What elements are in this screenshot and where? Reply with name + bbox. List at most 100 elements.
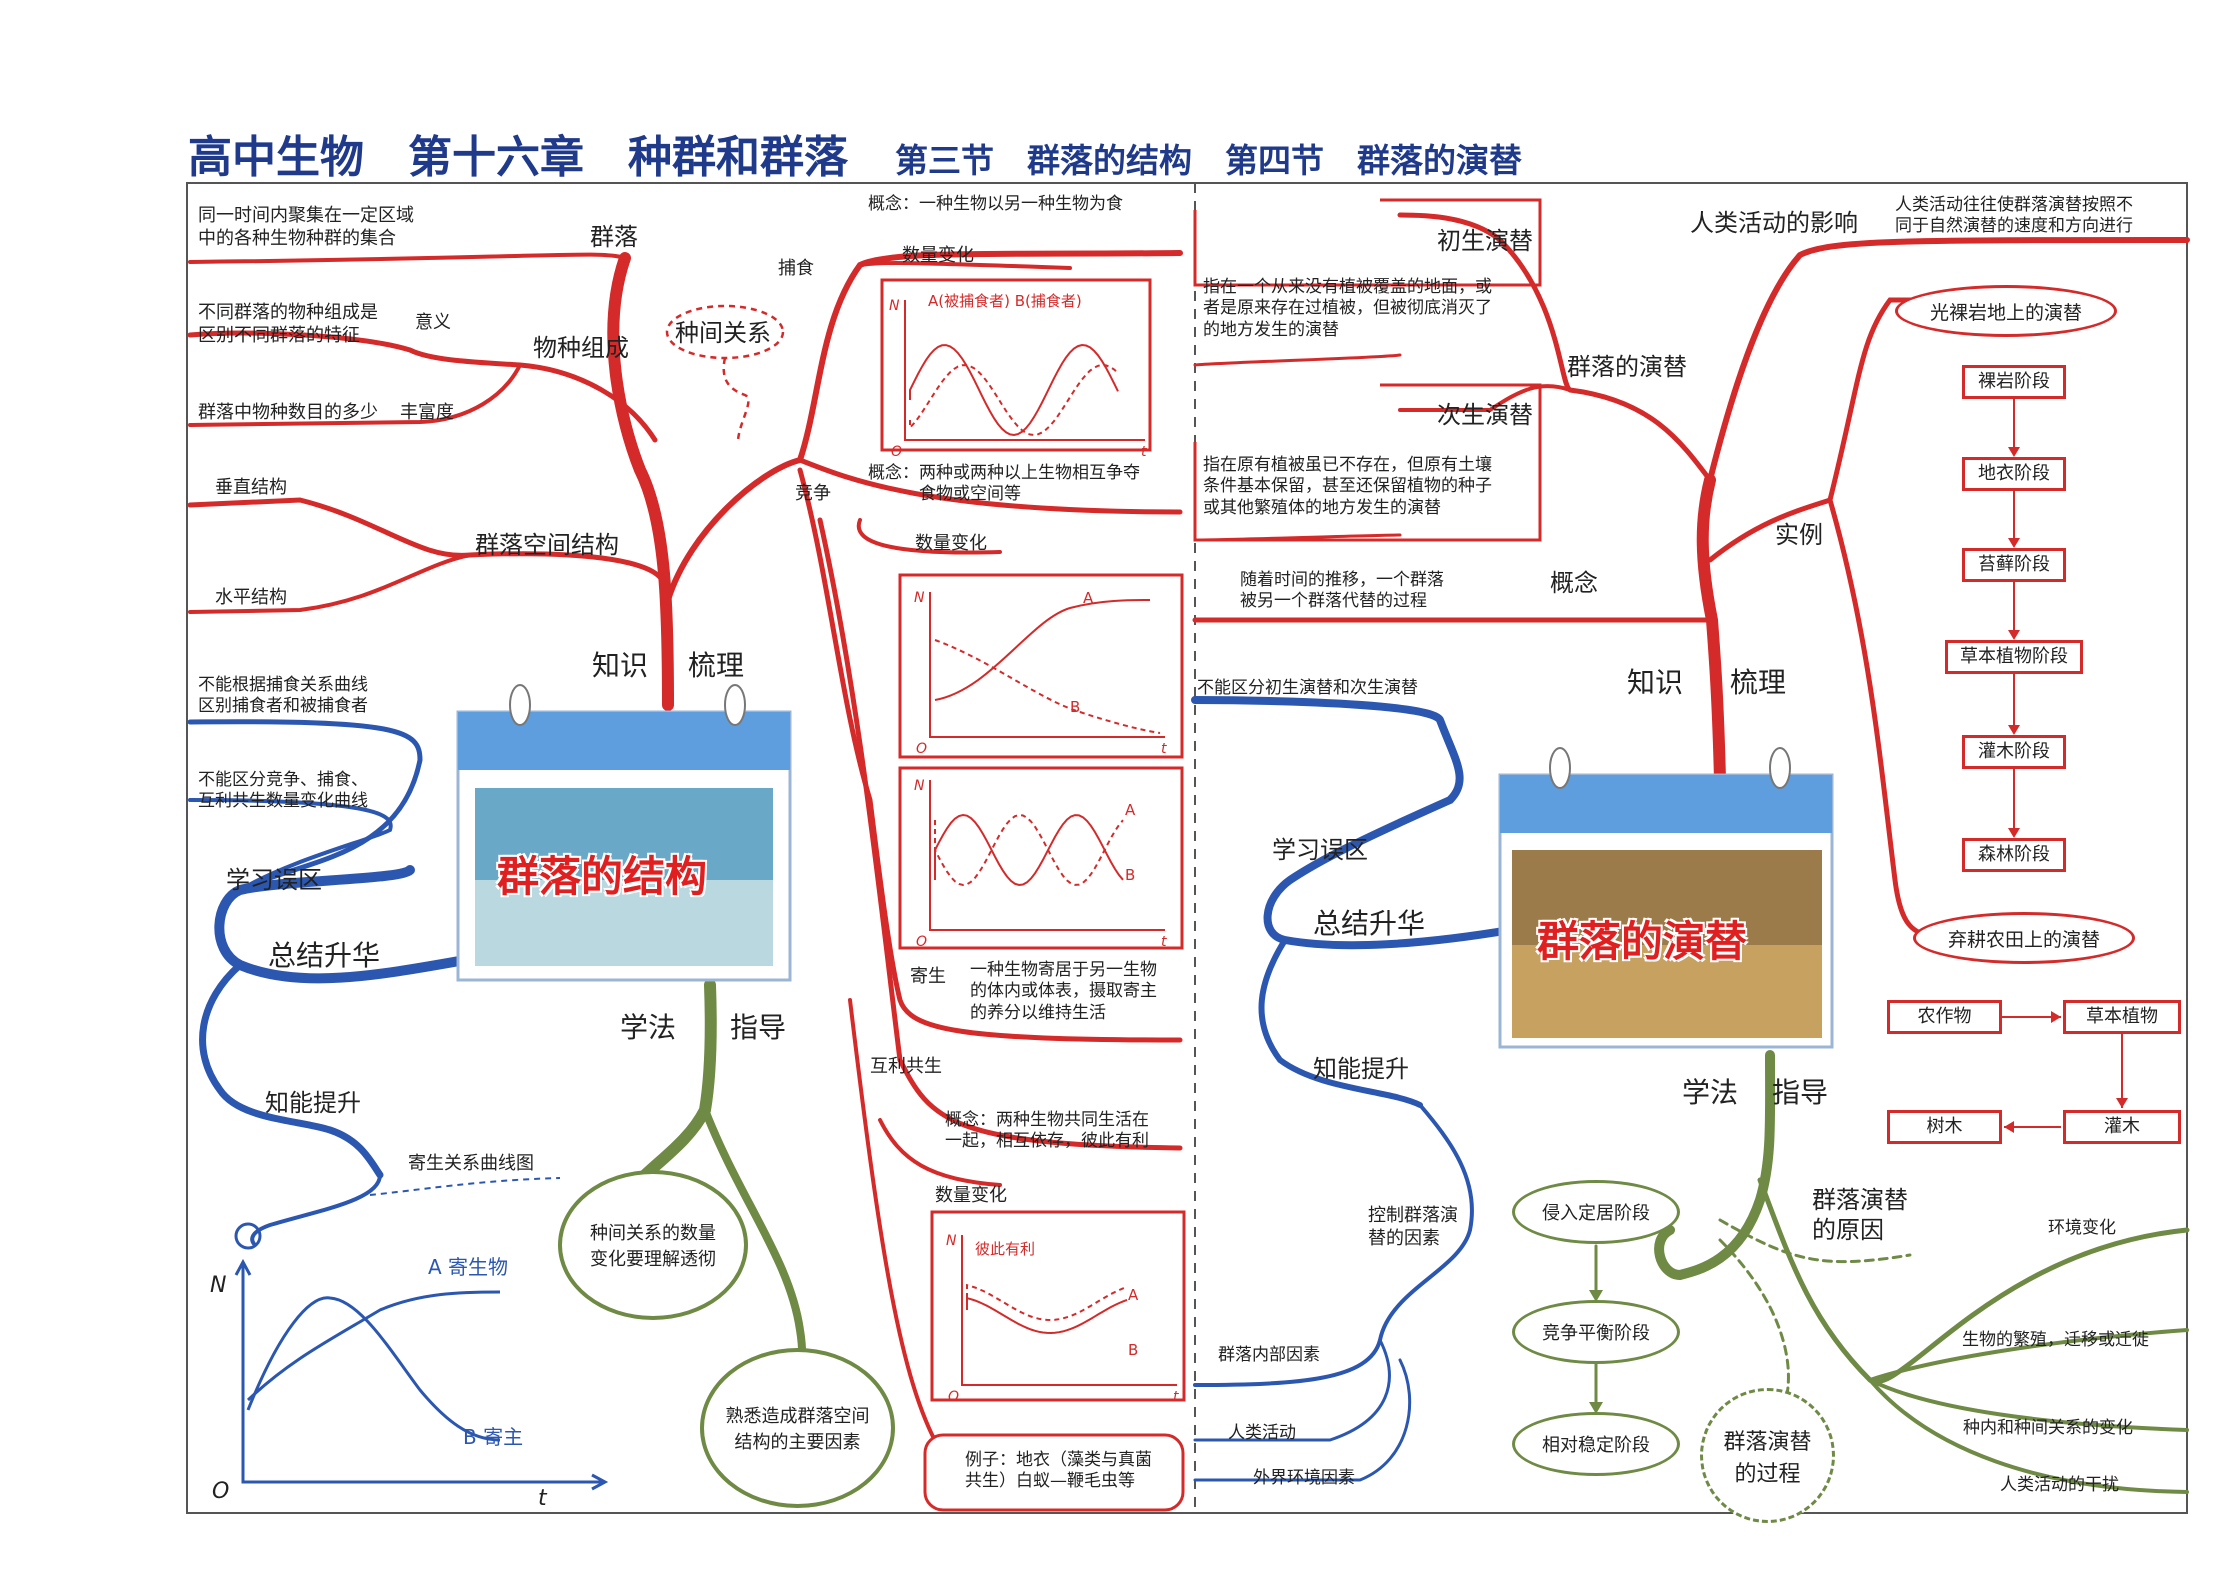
jingzheng-graph2-frame [898, 766, 1184, 950]
left-calendar-title: 群落的结构 [497, 852, 708, 901]
cisheng-def: 指在原有植被虽已不存在，但原有土壤 条件基本保留，甚至还保留植物的种子 或其他繁… [1203, 455, 1492, 518]
farm-shrub: 灌木 [2063, 1110, 2181, 1144]
kongzhi-label: 控制群落演 替的因素 [1368, 1205, 1458, 1249]
right-wuqu-1: 不能区分初生演替和次生演替 [1197, 678, 1418, 698]
parasite-graph [234, 1258, 609, 1491]
fengfudu-text: 群落中物种数目的多少 [198, 402, 378, 423]
parasite-a-label: A 寄生物 [428, 1255, 509, 1279]
svg-text:A: A [1125, 801, 1136, 819]
yuanyin-3: 种内和种间关系的变化 [1963, 1418, 2133, 1438]
guocheng-stage-1: 侵入定居阶段 [1512, 1180, 1680, 1244]
zhidao-right: 指导 [1772, 1076, 1829, 1109]
zhishi-left: 知识 [592, 649, 649, 682]
jingzheng-graph1-frame [898, 573, 1184, 759]
farm-crop: 农作物 [1887, 1000, 2002, 1034]
huli-label: 互利共生 [870, 1056, 942, 1077]
cisheng-frame [1193, 383, 1542, 542]
left-zongjie-label: 总结升华 [268, 939, 381, 972]
right-red-branches [1192, 212, 2190, 938]
parasite-ylabel: N [210, 1273, 227, 1298]
farm-tree: 树木 [1887, 1110, 2002, 1144]
shili-label: 实例 [1775, 521, 1823, 549]
stage-arrows [2002, 399, 2128, 1133]
parasite-b-label: B 寄主 [463, 1425, 524, 1449]
factor-environment: 外界环境因素 [1253, 1468, 1355, 1488]
yuanyin-2: 生物的繁殖，迁移或迁徙 [1962, 1330, 2149, 1350]
yuanyin-1: 环境变化 [2048, 1218, 2116, 1238]
renlei-label: 人类活动的影响 [1690, 209, 1858, 237]
gainian-label: 概念 [1550, 569, 1598, 597]
svg-text:B: B [1128, 1341, 1138, 1359]
succession-stage-5: 灌木阶段 [1962, 735, 2066, 769]
right-zongjie-label: 总结升华 [1313, 907, 1426, 940]
huli-graph-frame [930, 1210, 1186, 1402]
right-tisheng-label: 知能提升 [1313, 1055, 1409, 1083]
parasite-origin: O [212, 1479, 230, 1504]
yiyi-label: 意义 [415, 312, 451, 333]
vertical-structure: 垂直结构 [215, 477, 287, 498]
factor-human: 人类活动 [1228, 1423, 1296, 1443]
huli-example-frame [923, 1433, 1185, 1512]
yuanyin-4: 人类活动的干扰 [2000, 1475, 2119, 1495]
right-calendar-title: 群落的演替 [1537, 917, 1748, 966]
guocheng-label: 群落演替 的过程 [1700, 1388, 1835, 1523]
right-wuqu-label: 学习误区 [1272, 836, 1368, 864]
yuanyin-label: 群落演替 的原因 [1812, 1186, 1908, 1244]
left-wuqu-label: 学习误区 [226, 866, 322, 894]
ball-kongjian: 熟悉造成群落空间 结构的主要因素 [700, 1348, 895, 1508]
guocheng-stage-3: 相对稳定阶段 [1512, 1412, 1680, 1476]
buzhi-concept: 概念：一种生物以另一种生物为食 [868, 194, 1123, 214]
factor-internal: 群落内部因素 [1218, 1345, 1320, 1365]
cisheng-label: 次生演替 [1437, 401, 1533, 429]
ball-zhongjian: 种间关系的数量 变化要理解透彻 [558, 1170, 748, 1320]
svg-text:N: N [889, 298, 900, 314]
huli-example: 例子：地衣（藻类与真菌 共生）白蚁—鞭毛虫等 [965, 1450, 1152, 1492]
page-subtitle: 第三节 群落的结构 第四节 群落的演替 [895, 141, 1522, 180]
qigeng-ellipse: 弃耕农田上的演替 [1913, 912, 2135, 964]
svg-text:N: N [914, 778, 925, 794]
succession-stage-1: 裸岩阶段 [1962, 365, 2066, 399]
xuefa-right: 学法 [1682, 1076, 1739, 1109]
svg-text:N: N [946, 1233, 957, 1249]
yiyi-text: 不同群落的物种组成是 区别不同群落的特征 [198, 302, 378, 346]
succession-stage-3: 苔藓阶段 [1962, 548, 2066, 582]
svg-text:O: O [916, 741, 927, 757]
renlei-text: 人类活动往往使群落演替按照不 同于自然演替的速度和方向进行 [1895, 195, 2133, 237]
xuefa-left: 学法 [620, 1011, 677, 1044]
shuli-left: 梳理 [688, 649, 745, 682]
svg-text:t: t [1161, 741, 1167, 757]
left-red-branches [187, 250, 1183, 1466]
svg-text:t: t [1161, 934, 1167, 950]
svg-text:O: O [916, 934, 927, 950]
svg-text:O: O [891, 444, 902, 460]
horizontal-structure: 水平结构 [215, 587, 287, 608]
jisheng-text: 一种生物寄居于另一生物 的体内或体表，摄取寄主 的养分以维持生活 [970, 960, 1157, 1023]
outer-frame [186, 182, 2188, 1514]
huli-graph-label: 彼此有利 [975, 1240, 1036, 1258]
buzhi-label: 捕食 [778, 258, 814, 279]
shuli-right: 梳理 [1730, 666, 1787, 699]
kongjian-label: 群落空间结构 [475, 531, 619, 559]
jisheng-label: 寄生 [910, 966, 946, 987]
zhongjian-label: 种间关系 [675, 319, 771, 347]
left-blue-branches [187, 719, 470, 1250]
huli-concept: 概念：两种生物共同生活在 一起，相互依存，彼此有利 [945, 1110, 1149, 1152]
calendar-left [456, 684, 792, 982]
wuzhong-label: 物种组成 [533, 334, 629, 362]
svg-text:B: B [1070, 698, 1080, 716]
zhishi-right: 知识 [1627, 666, 1684, 699]
right-blue-branches [1191, 696, 1514, 1482]
svg-text:O: O [948, 1389, 959, 1405]
chusheng-label: 初生演替 [1437, 227, 1533, 255]
svg-text:t: t [1141, 444, 1147, 460]
chusheng-def: 指在一个从来没有植被覆盖的地面，或 者是原来存在过植被，但被彻底消灭了 的地方发… [1203, 277, 1492, 340]
left-tisheng-label: 知能提升 [265, 1089, 361, 1117]
svg-text:N: N [914, 590, 925, 606]
calendar-right [1498, 747, 1834, 1049]
svg-text:t: t [1173, 1389, 1179, 1405]
qunluo-label: 群落 [590, 223, 638, 251]
left-wuqu-1: 不能根据捕食关系曲线 区别捕食者和被捕食者 [198, 675, 368, 717]
svg-text:A: A [1128, 1286, 1139, 1304]
